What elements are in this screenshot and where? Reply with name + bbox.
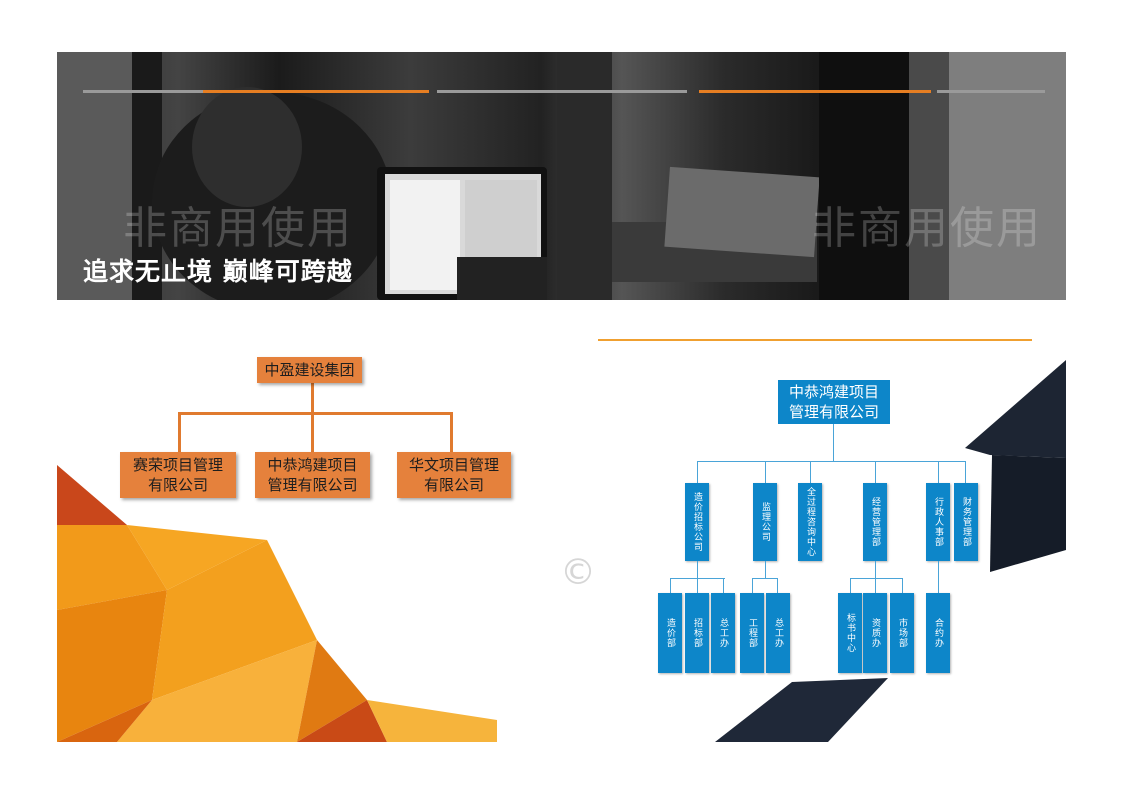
watermark-text: 非商用使用	[123, 203, 353, 254]
connector-line	[697, 461, 698, 483]
banner-line-gray	[437, 90, 687, 93]
connector-line	[875, 578, 876, 593]
connector-line	[938, 461, 939, 483]
banner-slogan: 追求无止境 巅峰可跨越	[83, 257, 353, 286]
connector-line	[902, 578, 903, 593]
sub-department-box: 工程部	[740, 593, 764, 673]
connector-line	[752, 578, 753, 593]
connector-line	[311, 412, 314, 452]
department-label: 行政人事部	[933, 497, 943, 547]
sub-department-box: 标书中心	[838, 593, 862, 673]
sub-department-label: 总工办	[773, 618, 783, 648]
sub-department-box: 造价部	[658, 593, 682, 673]
sub-department-label: 合约办	[933, 618, 943, 648]
sub-department-label: 工程部	[747, 618, 757, 648]
banner-line-orange	[203, 90, 429, 93]
connector-line	[697, 561, 698, 578]
sub-department-box: 合约办	[926, 593, 950, 673]
connector-line	[810, 461, 811, 483]
connector-line	[450, 412, 453, 452]
sub-department-label: 市场部	[897, 618, 907, 648]
connector-line	[850, 578, 903, 579]
copyright-watermark: ©	[560, 552, 596, 593]
connector-line	[723, 578, 724, 593]
connector-line	[850, 578, 851, 593]
connector-line	[697, 461, 965, 462]
banner-line-gray	[83, 90, 203, 93]
connector-line	[311, 383, 314, 413]
department-box: 全过程咨询中心	[798, 483, 822, 561]
connector-line	[875, 561, 876, 578]
dark-stripe-background	[598, 339, 1066, 742]
sub-department-box: 招标部	[685, 593, 709, 673]
right-org-chart: © 中恭鸿建项目 管理有限公司 造价招标公司 监理公司 全过程咨询中心 经营管理…	[560, 310, 1066, 742]
connector-line	[670, 578, 671, 593]
connector-line	[965, 461, 966, 483]
banner-line-orange	[699, 90, 931, 93]
sub-department-box: 市场部	[890, 593, 914, 673]
department-box: 行政人事部	[926, 483, 950, 561]
department-box: 监理公司	[753, 483, 777, 561]
sub-department-label: 总工办	[718, 618, 728, 648]
watermark-text: 非商用使用	[812, 203, 1042, 254]
sub-department-label: 招标部	[692, 618, 702, 648]
connector-line	[697, 578, 698, 593]
sub-department-box: 资质办	[863, 593, 887, 673]
connector-line	[765, 561, 766, 578]
connector-line	[178, 412, 453, 415]
org-child-box: 中恭鸿建项目 管理有限公司	[255, 452, 370, 498]
department-label: 财务管理部	[961, 497, 971, 547]
org-child-box: 华文项目管理 有限公司	[397, 452, 511, 498]
department-box: 经营管理部	[863, 483, 887, 561]
org-root-box: 中恭鸿建项目 管理有限公司	[778, 380, 890, 424]
department-label: 经营管理部	[870, 497, 880, 547]
sub-department-box: 总工办	[766, 593, 790, 673]
connector-line	[875, 461, 876, 483]
connector-line	[938, 561, 939, 593]
org-root-box: 中盈建设集团	[257, 357, 362, 383]
banner-line-gray	[937, 90, 1045, 93]
department-box: 造价招标公司	[685, 483, 709, 561]
department-label: 监理公司	[760, 502, 770, 542]
orange-poly-background	[57, 465, 497, 742]
department-box: 财务管理部	[954, 483, 978, 561]
connector-line	[833, 424, 834, 461]
connector-line	[752, 578, 778, 579]
sub-department-label: 资质办	[870, 618, 880, 648]
hero-banner: 非商用使用 非商用使用 追求无止境 巅峰可跨越	[57, 52, 1066, 300]
connector-line	[765, 461, 766, 483]
sub-department-label: 标书中心	[845, 613, 855, 653]
connector-line	[777, 578, 778, 593]
left-org-chart: 中盈建设集团 赛荣项目管理 有限公司 中恭鸿建项目 管理有限公司 华文项目管理 …	[57, 310, 517, 742]
org-child-box: 赛荣项目管理 有限公司	[120, 452, 236, 498]
department-label: 造价招标公司	[692, 492, 702, 552]
banner-photo	[57, 52, 1066, 300]
sub-department-box: 总工办	[711, 593, 735, 673]
connector-line	[178, 412, 181, 452]
sub-department-label: 造价部	[665, 618, 675, 648]
department-label: 全过程咨询中心	[805, 487, 815, 557]
